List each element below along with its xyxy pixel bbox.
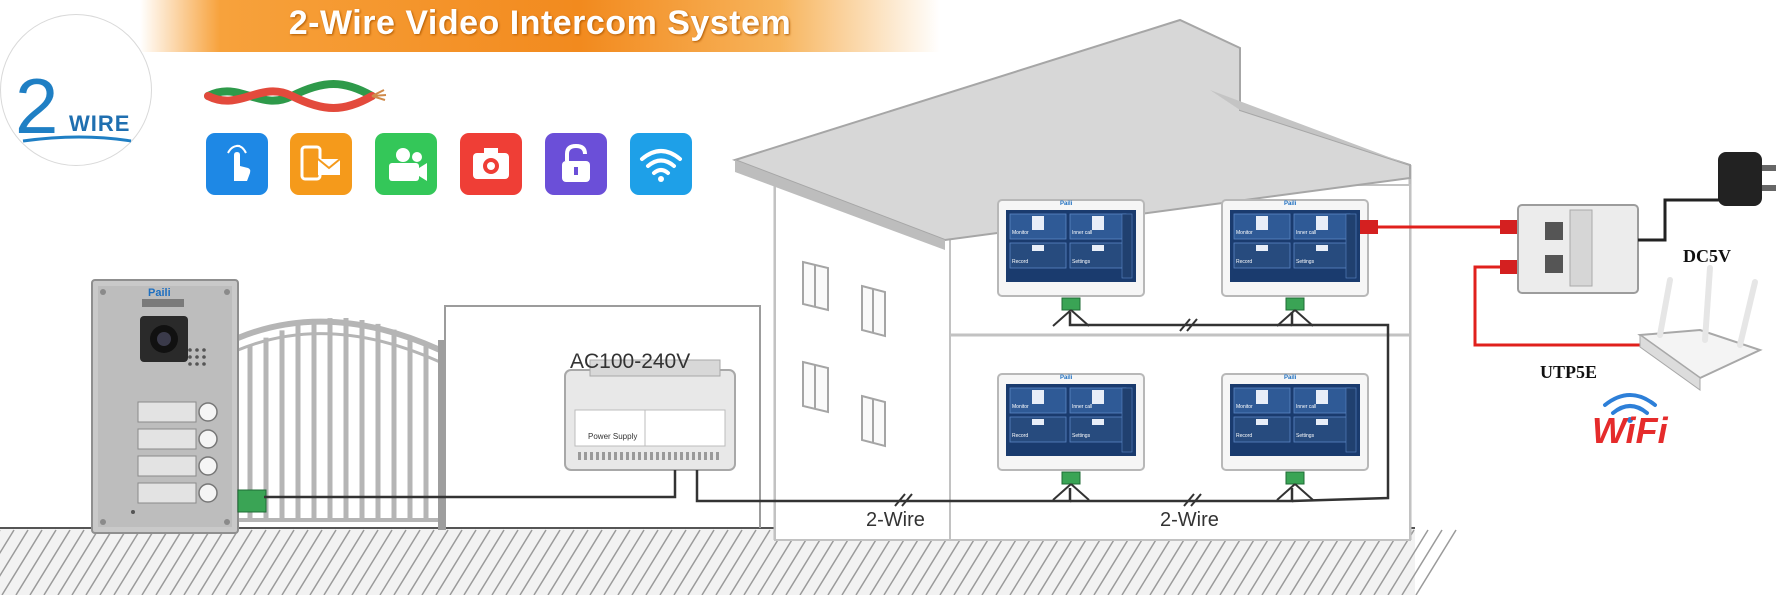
wifi-router <box>1637 265 1763 391</box>
monitor-tile-label: Record <box>1236 259 1253 265</box>
network-wiring <box>1360 220 1640 347</box>
logo-numeral: 2 <box>15 62 59 150</box>
bus-wiring <box>264 312 1390 507</box>
monitor-tile-label: Inner call <box>1072 404 1093 410</box>
door-terminal <box>237 489 267 513</box>
call-button <box>137 401 218 423</box>
house <box>731 18 1412 541</box>
monitor-tile-label: Monitor <box>1236 404 1253 410</box>
monitor-tile-label: Inner call <box>1296 404 1317 410</box>
gate <box>236 318 446 530</box>
wifi-icon <box>630 133 692 195</box>
power-supply-front-label: Power Supply <box>588 432 638 441</box>
call-button <box>137 482 218 504</box>
unlock-icon <box>545 133 607 195</box>
monitor-tile-label: Settings <box>1296 433 1315 439</box>
monitor-tile-label: Monitor <box>1236 230 1253 236</box>
adapter-label: DC5V <box>1683 246 1731 266</box>
video-icon <box>375 133 437 195</box>
call-button <box>137 455 218 477</box>
monitor-tile-label: Settings <box>1072 433 1091 439</box>
ground <box>0 527 1457 595</box>
monitor-brand: Paili <box>1060 201 1073 207</box>
monitor-brand: Paili <box>1284 201 1297 207</box>
door-station <box>91 279 239 534</box>
monitor-tile-label: Monitor <box>1012 404 1029 410</box>
logo-swoosh <box>22 135 132 143</box>
bus-label-left: 2-Wire <box>866 509 925 531</box>
monitor-tile-label: Record <box>1236 433 1253 439</box>
monitor-tile-label: Settings <box>1072 259 1091 265</box>
power-supply <box>564 359 736 471</box>
title-banner: 2-Wire Video Intercom System <box>140 0 940 52</box>
call-button <box>137 428 218 450</box>
door-station-brand: Paili <box>148 287 171 299</box>
message-icon <box>290 133 352 195</box>
two-wire-logo: 2 WIRE <box>0 14 152 166</box>
monitor-brand: Paili <box>1060 375 1073 381</box>
banner-title: 2-Wire Video Intercom System <box>288 4 792 42</box>
monitor-brand: Paili <box>1284 375 1297 381</box>
twisted-cable-graphic <box>204 80 387 112</box>
cable-label: UTP5E <box>1540 362 1598 382</box>
indoor-monitors <box>997 199 1369 501</box>
camera-icon <box>460 133 522 195</box>
monitor-tile-label: Inner call <box>1296 230 1317 236</box>
touch-icon <box>206 133 268 195</box>
wifi-label: WiFi <box>1592 410 1668 451</box>
monitor-tile-label: Inner call <box>1072 230 1093 236</box>
monitor-tile-label: Record <box>1012 433 1029 439</box>
monitor-tile-label: Settings <box>1296 259 1315 265</box>
power-voltage-label: AC100-240V <box>570 350 691 373</box>
logo-word: WIRE <box>69 111 131 136</box>
monitor-tile-label: Record <box>1012 259 1029 265</box>
dc5v-adapter <box>1718 152 1776 206</box>
bus-label-right: 2-Wire <box>1160 509 1219 531</box>
yard-wall <box>444 305 761 528</box>
monitor-tile-label: Monitor <box>1012 230 1029 236</box>
